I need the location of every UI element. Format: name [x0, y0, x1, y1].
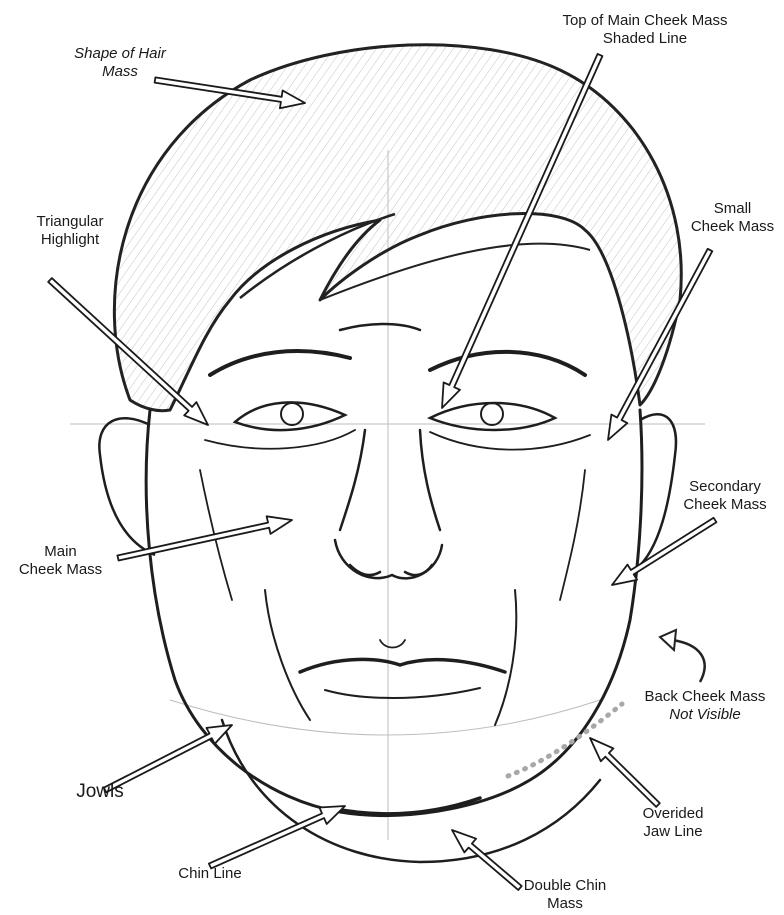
label-hair-mass-line1: Shape of Hair	[55, 45, 185, 63]
label-overided-jaw-line1: Overided	[618, 805, 728, 823]
label-chin-line: Chin Line	[150, 865, 270, 883]
label-top-cheek: Top of Main Cheek Mass Shaded Line	[545, 12, 745, 48]
label-small-cheek-line1: Small	[685, 200, 780, 218]
label-main-cheek: Main Cheek Mass	[8, 543, 113, 579]
back-cheek-curve-arrow	[672, 640, 705, 682]
label-top-cheek-line1: Top of Main Cheek Mass	[545, 12, 745, 30]
label-overided-jaw: Overided Jaw Line	[618, 805, 728, 841]
arrow-overided-jaw	[590, 738, 660, 807]
label-jowls-text: Jowls	[55, 783, 145, 801]
mouth-and-cheeks	[200, 470, 585, 725]
label-double-chin-line2: Mass	[500, 895, 630, 913]
label-main-cheek-line1: Main	[8, 543, 113, 561]
label-triangular-line1: Triangular	[10, 213, 130, 231]
label-hair-mass: Shape of Hair Mass	[55, 45, 185, 81]
label-triangular-highlight: Triangular Highlight	[10, 213, 130, 249]
label-double-chin-line1: Double Chin	[500, 877, 630, 895]
label-jowls: Jowls	[55, 783, 145, 801]
brows-and-eyes	[205, 324, 590, 450]
arrow-main-cheek	[117, 516, 292, 560]
label-small-cheek-line2: Cheek Mass	[685, 218, 780, 236]
arrow-secondary-cheek	[612, 518, 716, 585]
label-secondary-cheek-line2: Cheek Mass	[670, 496, 780, 514]
face-outline	[146, 410, 642, 862]
label-secondary-cheek-line1: Secondary	[670, 478, 780, 496]
implied-jaw-line	[508, 704, 622, 776]
hair-mass	[114, 45, 681, 411]
label-top-cheek-line2: Shaded Line	[545, 30, 745, 48]
label-double-chin: Double Chin Mass	[500, 877, 630, 913]
label-back-cheek: Back Cheek Mass Not Visible	[630, 688, 780, 724]
label-back-cheek-line1: Back Cheek Mass	[630, 688, 780, 706]
label-hair-mass-line2: Mass	[55, 63, 185, 81]
label-main-cheek-line2: Cheek Mass	[8, 561, 113, 579]
label-overided-jaw-line2: Jaw Line	[618, 823, 728, 841]
label-chin-line-text: Chin Line	[150, 865, 270, 883]
label-secondary-cheek: Secondary Cheek Mass	[670, 478, 780, 514]
label-triangular-line2: Highlight	[10, 231, 130, 249]
arrow-chin-line	[209, 806, 345, 868]
label-small-cheek: Small Cheek Mass	[685, 200, 780, 236]
label-back-cheek-line2: Not Visible	[630, 706, 780, 724]
